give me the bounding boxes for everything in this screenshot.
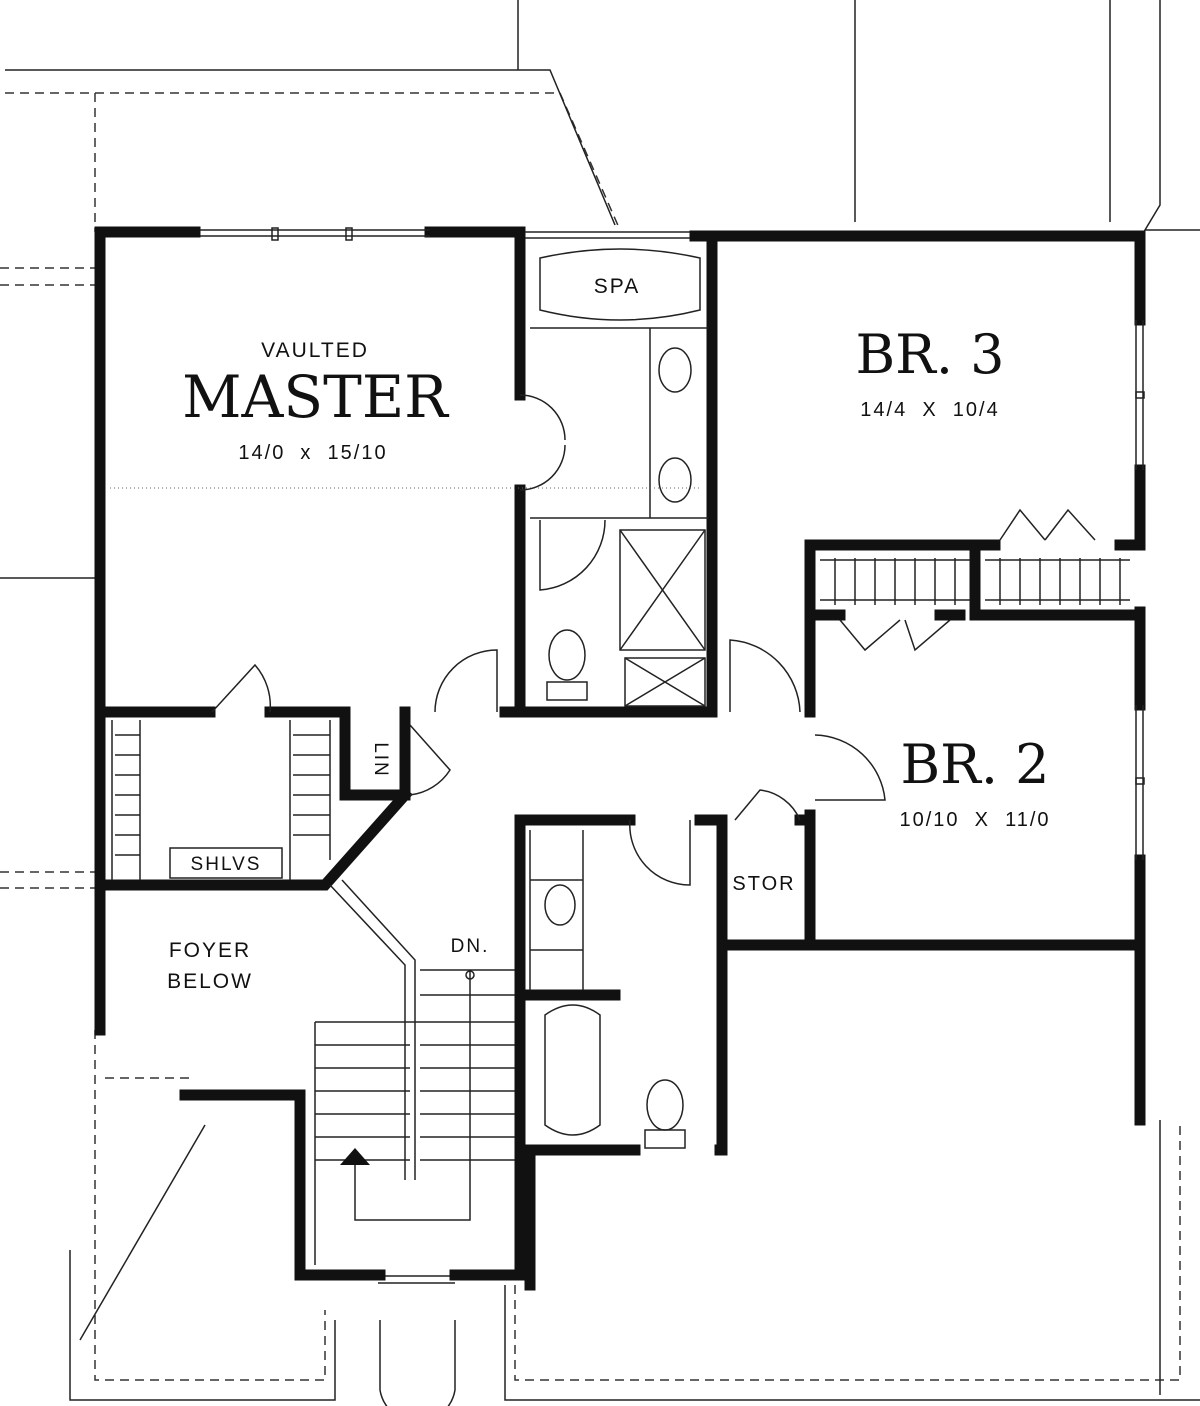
toilet — [548, 629, 586, 681]
master-prefix-label: VAULTED — [261, 339, 369, 362]
walls — [94, 226, 1146, 1291]
windows — [200, 227, 1145, 860]
closet-shelves — [111, 558, 1130, 880]
br3-name-label: BR. 3 — [855, 323, 1004, 386]
storage-label: STOR — [732, 873, 795, 895]
br2-size-label: 10/10 X 11/0 — [899, 809, 1050, 831]
sink — [658, 347, 692, 393]
sink — [544, 884, 576, 926]
stairs-down-label: DN. — [451, 936, 490, 957]
spa-label: SPA — [594, 275, 640, 298]
shower — [619, 529, 706, 651]
foyer-label-line2: BELOW — [167, 970, 253, 993]
fixtures — [110, 248, 708, 1149]
br3-size-label: 14/4 X 10/4 — [860, 399, 999, 421]
spa-tub — [539, 248, 701, 321]
stairs — [314, 879, 515, 1265]
stair-arrow-icon — [340, 1148, 370, 1165]
toilet — [646, 1079, 684, 1131]
sink — [658, 457, 692, 503]
shelves-label: SHLVS — [191, 854, 262, 875]
master-size-label: 14/0 x 15/10 — [238, 442, 387, 464]
linen-label: LIN — [370, 742, 391, 778]
bathtub — [544, 1004, 601, 1136]
br2-name-label: BR. 2 — [900, 733, 1049, 796]
master-name-label: MASTER — [182, 363, 450, 431]
foyer-label-line1: FOYER — [169, 939, 251, 962]
doors — [211, 394, 1096, 886]
